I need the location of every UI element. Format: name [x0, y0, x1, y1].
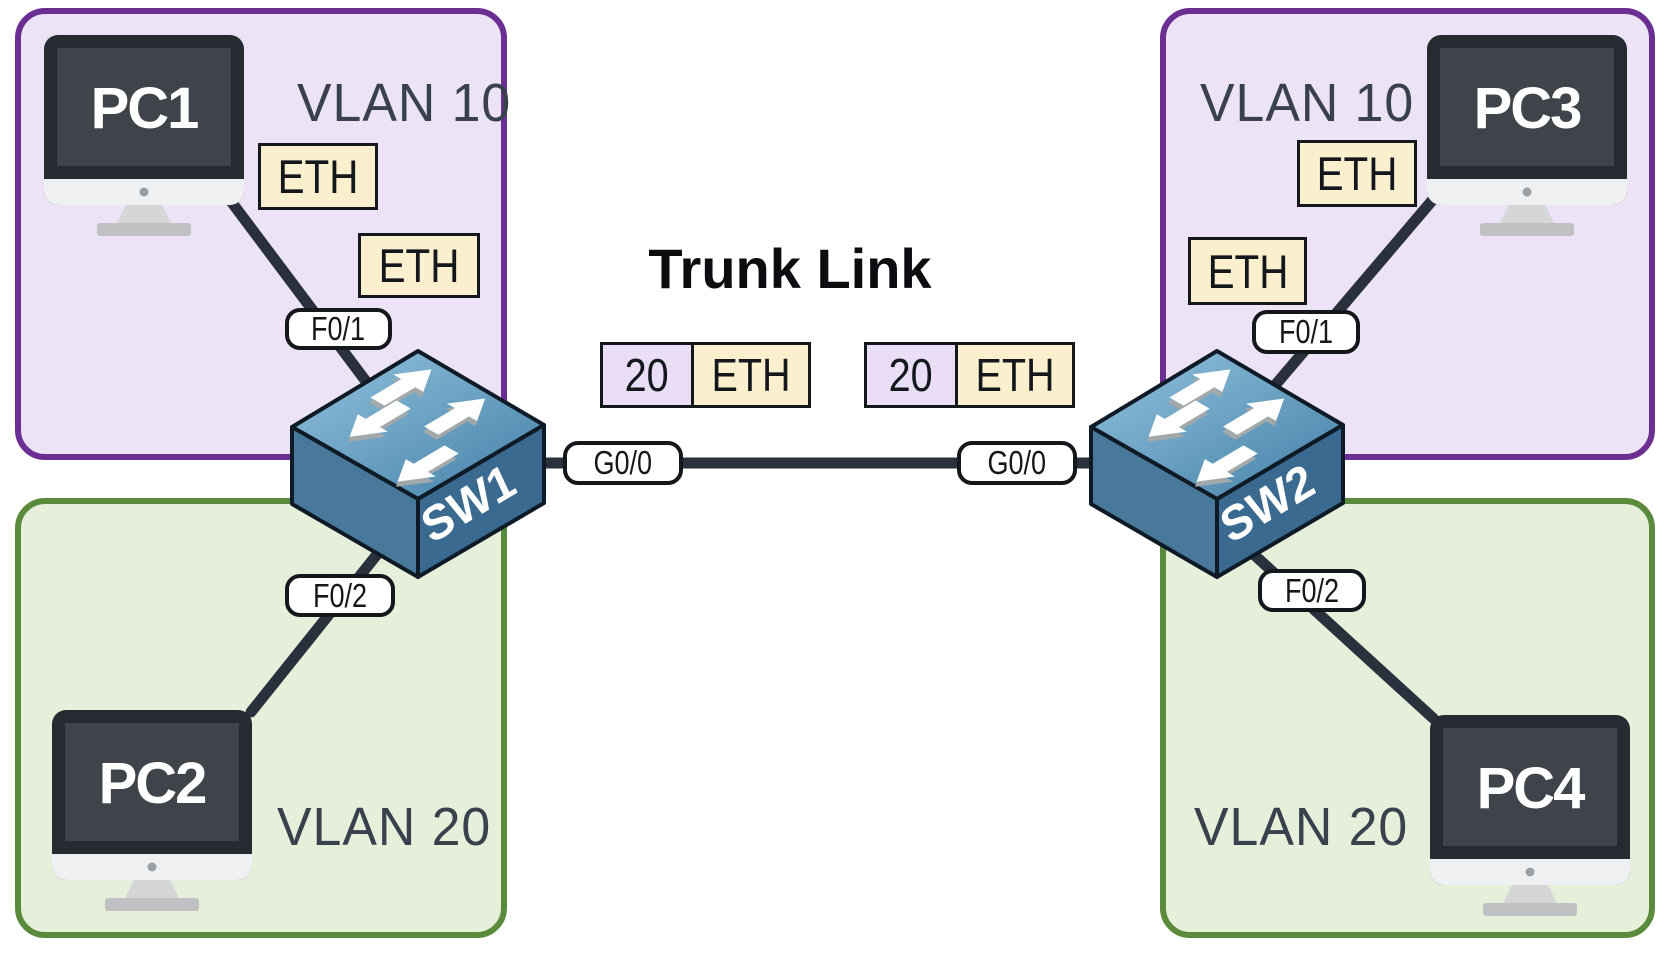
sw2-port-f02: F0/2 [1258, 569, 1366, 612]
pc1-label: PC1 [91, 76, 199, 141]
eth-payload-cell: ETH [691, 345, 808, 405]
pc3-label: PC3 [1474, 76, 1582, 141]
pc4-monitor-icon: PC4 [1430, 715, 1630, 916]
pc4-label: PC4 [1477, 756, 1586, 821]
port-label-text: F0/1 [1278, 313, 1334, 350]
eth-frame-label: ETH [1297, 140, 1417, 207]
switch1-icon: SW1 [290, 349, 546, 579]
port-label-text: F0/1 [311, 310, 366, 347]
vlan-tag-text: 20 [624, 349, 669, 401]
pc2-monitor-icon: PC2 [52, 710, 252, 911]
port-label-text: F0/2 [1284, 571, 1340, 609]
tagged-frame: 20 ETH [600, 342, 811, 408]
eth-frame-text: ETH [1207, 244, 1288, 298]
sw1-port-f01: F0/1 [285, 308, 392, 350]
switch-arrows-icon [348, 369, 486, 487]
eth-frame-text: ETH [378, 239, 460, 292]
sw2-port-g00: G0/0 [957, 441, 1077, 485]
vlan-tag-cell: 20 [603, 345, 691, 405]
port-label-text: F0/2 [312, 576, 368, 614]
switch-arrows-icon [1147, 369, 1285, 487]
sw1-port-f02: F0/2 [285, 574, 395, 617]
link-sw2-pc3 [1254, 190, 1442, 409]
link-sw1-pc2 [245, 536, 393, 718]
vlan10-left-title: VLAN 10 [297, 73, 512, 133]
vlan20-left-title: VLAN 20 [277, 797, 492, 857]
vlan-tag-cell: 20 [867, 345, 955, 405]
port-label-text: G0/0 [987, 444, 1047, 481]
vlan10-right-title: VLAN 10 [1200, 73, 1415, 133]
eth-payload-text: ETH [975, 349, 1055, 401]
switch2-icon: SW2 [1089, 349, 1345, 579]
eth-frame-text: ETH [277, 150, 359, 203]
eth-payload-cell: ETH [955, 345, 1072, 405]
link-pc1-sw1 [224, 194, 386, 406]
trunk-link-title: Trunk Link [648, 237, 932, 300]
eth-frame-label: ETH [1188, 237, 1307, 305]
eth-payload-text: ETH [711, 349, 791, 401]
pc1-monitor-icon: PC1 [44, 35, 244, 236]
port-label-text: G0/0 [593, 444, 653, 481]
sw1-port-g00: G0/0 [563, 441, 683, 485]
sw2-port-f01: F0/1 [1252, 310, 1360, 354]
pc3-monitor-icon: PC3 [1427, 35, 1627, 236]
pc2-label: PC2 [99, 751, 206, 816]
eth-frame-label: ETH [258, 143, 378, 210]
eth-frame-text: ETH [1316, 147, 1398, 200]
eth-frame-label: ETH [358, 233, 480, 298]
tagged-frame: 20 ETH [864, 342, 1075, 408]
vlan-tag-text: 20 [888, 349, 933, 401]
vlan20-right-title: VLAN 20 [1194, 797, 1409, 857]
